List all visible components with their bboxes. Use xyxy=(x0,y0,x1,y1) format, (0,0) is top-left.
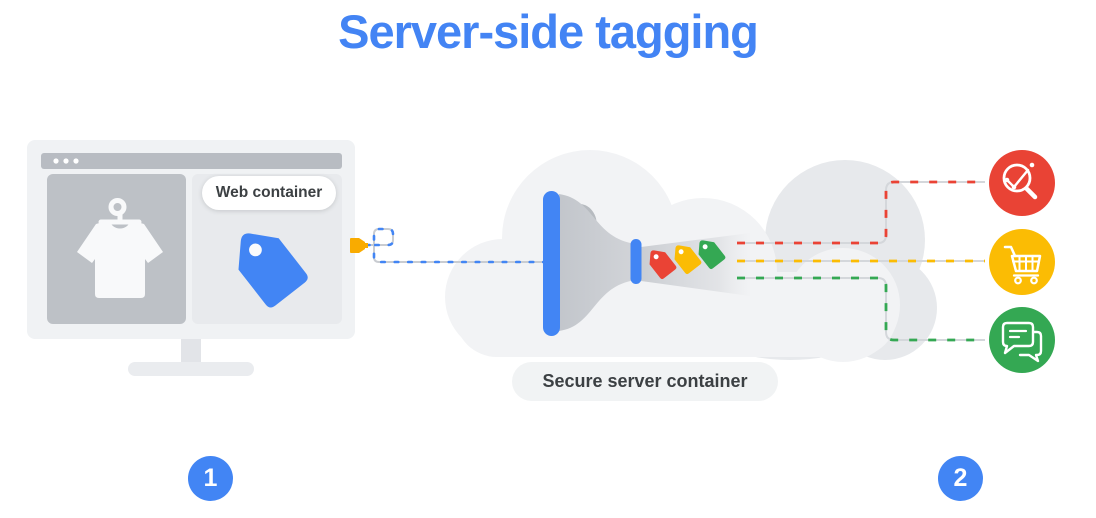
analytics-search-icon xyxy=(1002,162,1038,200)
browser-toolbar xyxy=(41,153,342,169)
funnel-neck-bar xyxy=(630,239,642,284)
funnel-icon xyxy=(543,191,750,336)
page-title: Server-side tagging xyxy=(338,5,759,58)
browser-dots-icon xyxy=(53,158,79,164)
web-container-label: Web container xyxy=(202,176,336,210)
monitor-stand-base xyxy=(128,362,254,376)
price-tag-icon xyxy=(238,233,308,308)
chat-messages-icon xyxy=(1001,321,1043,363)
endpoint-ecommerce xyxy=(989,229,1055,295)
tshirt-icon xyxy=(77,220,163,298)
analytics-line xyxy=(737,180,985,245)
endpoint-analytics xyxy=(989,150,1055,216)
endpoint-chat xyxy=(989,307,1055,373)
plug-icon xyxy=(350,238,368,253)
step-2-badge: 2 xyxy=(938,456,983,501)
server-to-endpoints-lines xyxy=(737,180,985,342)
chat-line xyxy=(737,276,985,342)
mini-tag-red-icon xyxy=(649,250,677,280)
secure-server-container-label: Secure server container xyxy=(512,362,778,401)
monitor-stand-neck xyxy=(181,339,201,366)
mini-tag-green-icon xyxy=(698,240,726,270)
browser-monitor xyxy=(27,140,355,376)
funnel-inlet-bar xyxy=(543,191,560,336)
funnel-body xyxy=(559,194,636,331)
shopping-cart-icon xyxy=(1003,245,1042,285)
client-to-server-line xyxy=(364,227,549,264)
mini-tag-yellow-icon xyxy=(674,245,702,275)
step-1-badge: 1 xyxy=(188,456,233,501)
